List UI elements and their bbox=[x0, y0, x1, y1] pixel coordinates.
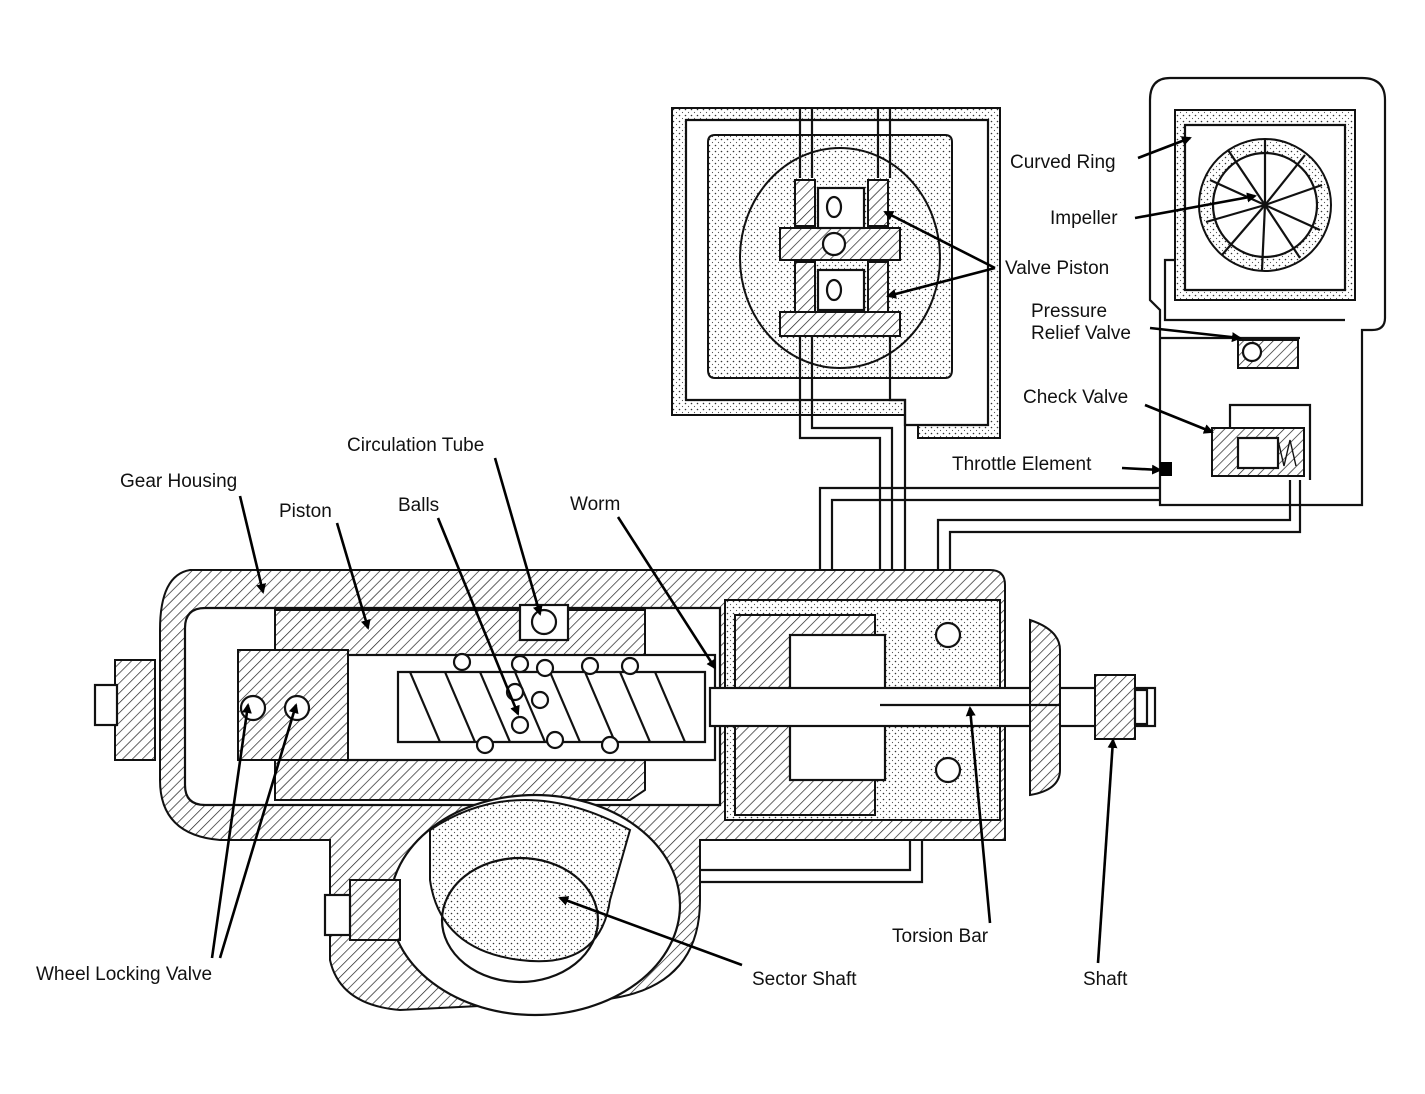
label-shaft: Shaft bbox=[1083, 969, 1128, 990]
pump bbox=[1148, 76, 1387, 507]
label-piston: Piston bbox=[279, 501, 332, 522]
pointer-lines bbox=[210, 136, 1257, 967]
label-valve-piston: Valve Piston bbox=[1005, 258, 1110, 279]
label-pressure-relief-valve-2: Relief Valve bbox=[1031, 323, 1131, 344]
label-curved-ring: Curved Ring bbox=[1010, 152, 1116, 173]
valve-body bbox=[671, 107, 1001, 615]
label-worm: Worm bbox=[570, 494, 621, 515]
label-torsion-bar: Torsion Bar bbox=[892, 926, 989, 947]
label-impeller: Impeller bbox=[1050, 208, 1118, 229]
label-wheel-locking-valve: Wheel Locking Valve bbox=[36, 964, 213, 985]
gear-housing bbox=[93, 569, 1157, 1017]
label-gear-housing: Gear Housing bbox=[120, 471, 238, 492]
label-circulation-tube: Circulation Tube bbox=[347, 435, 485, 456]
label-pressure-relief-valve-1: Pressure bbox=[1031, 301, 1108, 322]
label-balls: Balls bbox=[398, 495, 440, 516]
label-sector-shaft: Sector Shaft bbox=[752, 969, 857, 990]
label-check-valve: Check Valve bbox=[1023, 387, 1129, 408]
label-throttle-element: Throttle Element bbox=[952, 454, 1092, 475]
